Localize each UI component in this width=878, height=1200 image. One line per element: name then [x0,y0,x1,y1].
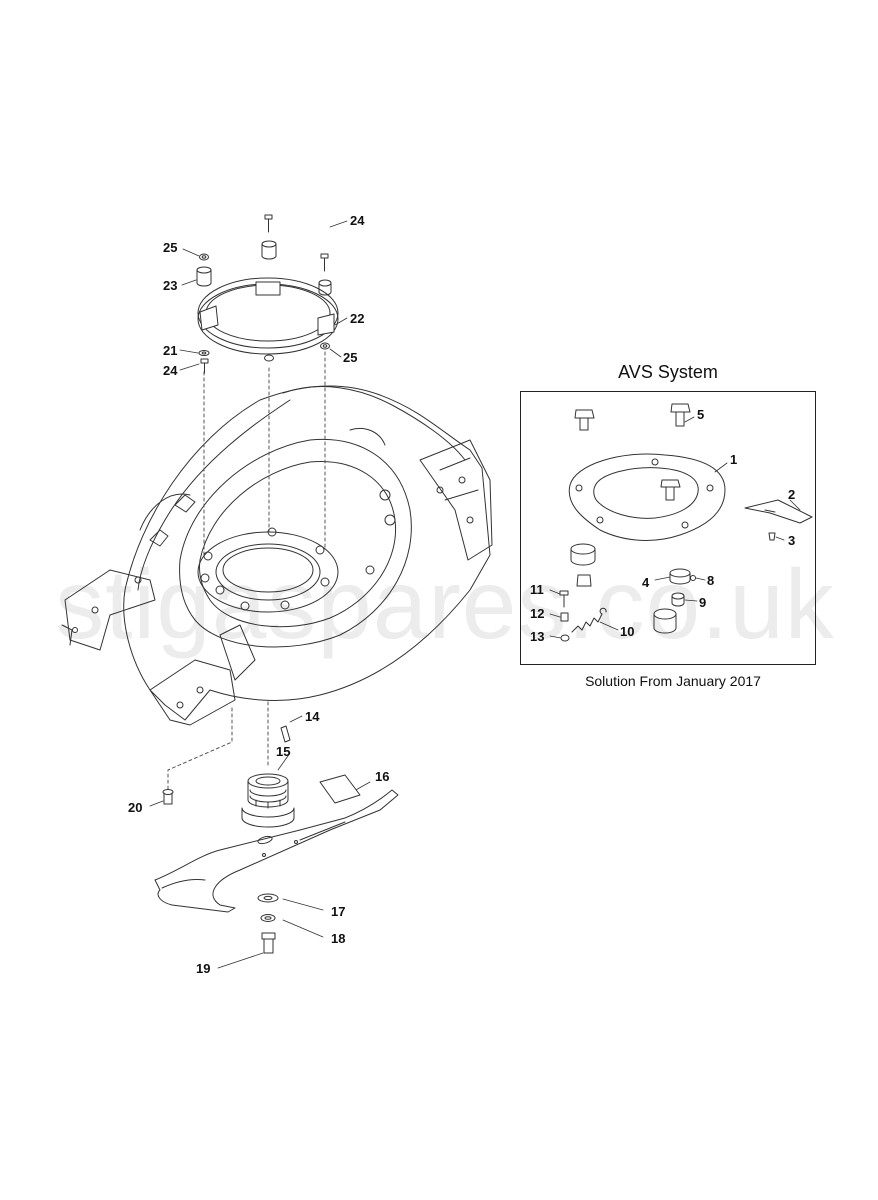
callout-19: 19 [196,961,211,976]
callout-13: 13 [530,629,545,644]
callout-18: 18 [331,931,346,946]
bush-top [261,240,277,260]
avs-leader-lines [549,416,801,639]
callout-24: 24 [163,363,178,378]
callout-23: 23 [163,278,178,293]
cutting-blade [154,774,399,913]
avs-ring-assembly [196,214,339,374]
callout-22: 22 [350,311,365,326]
callout-3: 3 [788,533,796,548]
watermark-text: stigaspares.co.uk [55,549,835,659]
callout-10: 10 [620,624,635,639]
callout-1: 1 [730,452,738,467]
callout-25: 25 [343,350,358,365]
callout-14: 14 [305,709,320,724]
assembly-lines [167,351,326,791]
callout-5: 5 [697,407,705,422]
callout-16: 16 [375,769,390,784]
bolt-top [264,214,273,233]
callout-2: 2 [788,487,796,502]
avs-caption: Solution From January 2017 [585,673,761,689]
callout-21: 21 [163,343,178,358]
callout-17: 17 [331,904,346,919]
avs-detail-frame [520,391,816,665]
callout-25: 25 [163,240,178,255]
callout-12: 12 [530,606,545,621]
callout-9: 9 [699,595,707,610]
avs-title: AVS System [618,362,718,382]
callout-4: 4 [642,575,650,590]
leader-lines [149,220,371,969]
callout-24: 24 [350,213,365,228]
callout-20: 20 [128,800,143,815]
blade-assembly [154,725,399,954]
mower-deck [61,385,493,726]
callout-15: 15 [276,744,291,759]
callout-8: 8 [707,573,715,588]
avs-detail-parts [559,403,813,642]
callout-11: 11 [530,582,544,597]
blade-hub [241,773,295,828]
